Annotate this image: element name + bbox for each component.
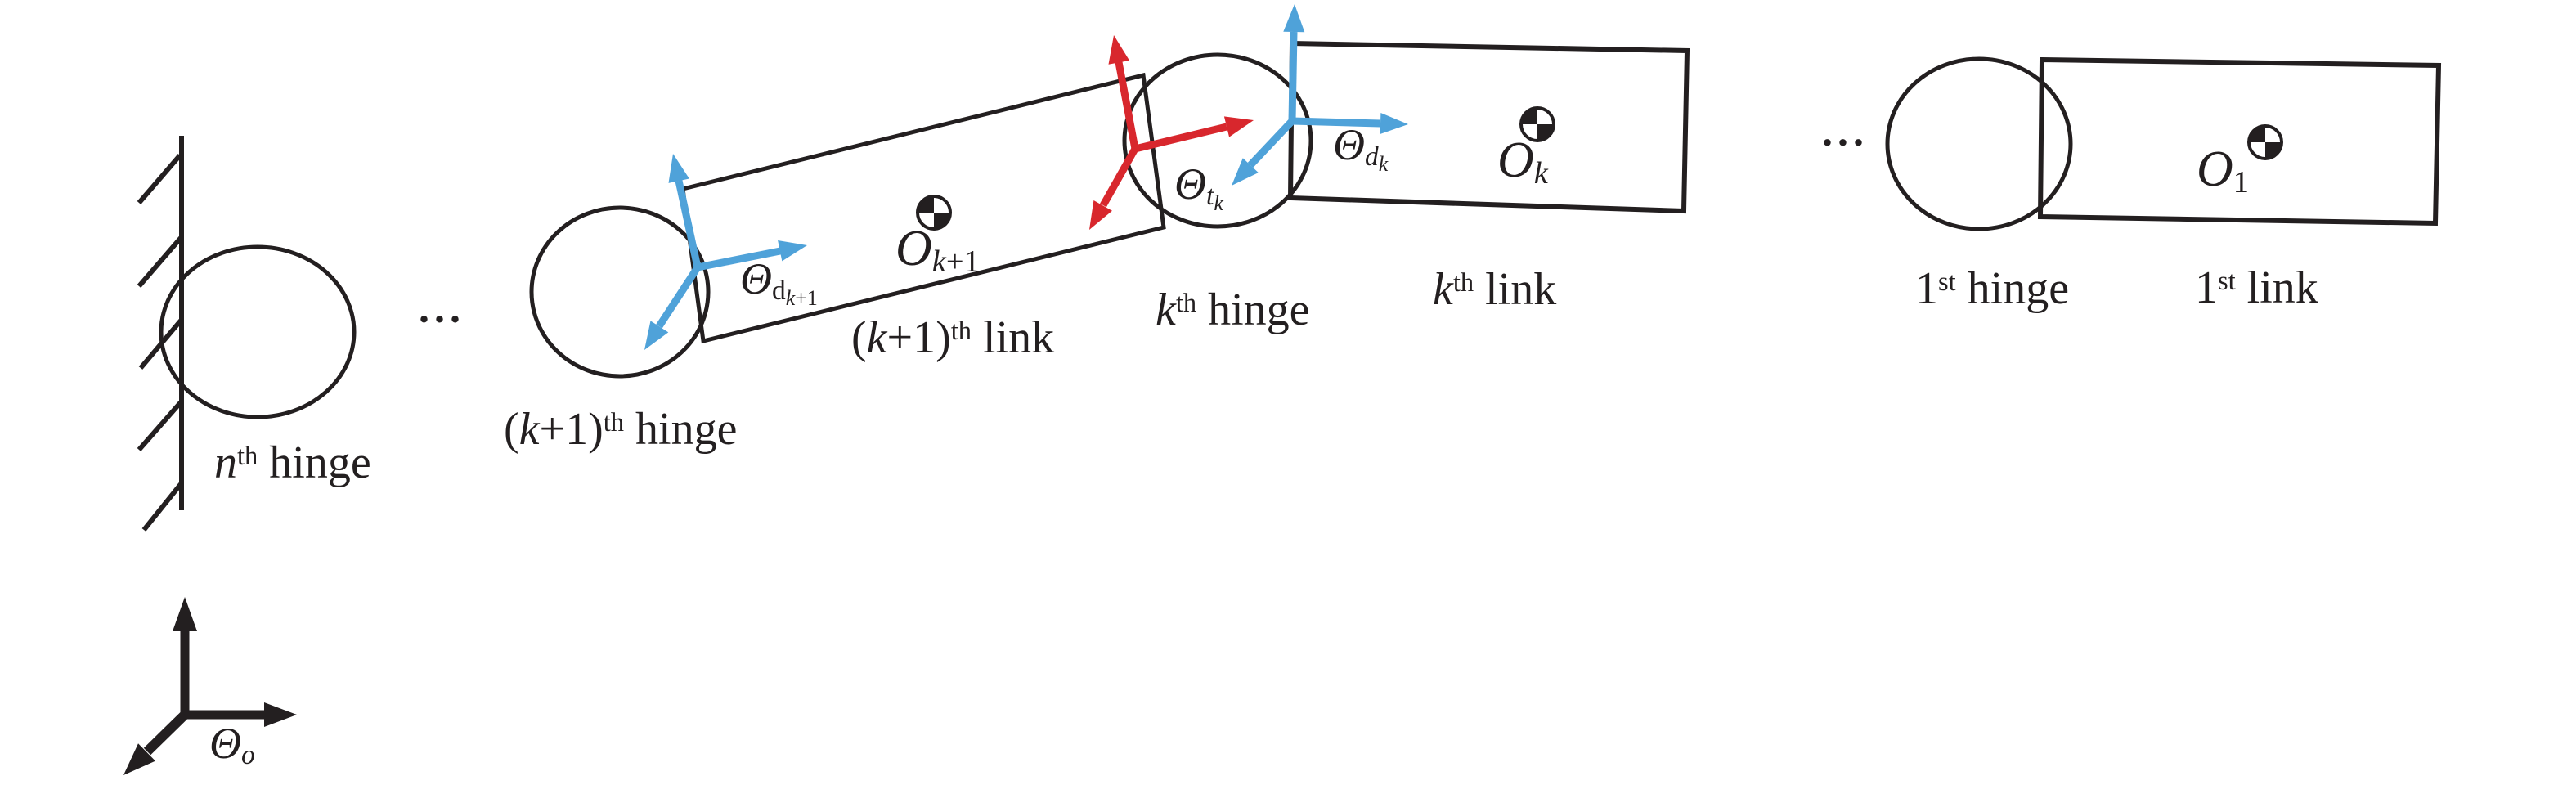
kth-link-outline (1287, 40, 1690, 214)
label-segment: o (241, 740, 255, 771)
first-link-label: 1st link (2195, 265, 2318, 311)
label-segment: +1 (945, 244, 980, 280)
kp1-link-label: (k+1)th link (851, 315, 1054, 361)
label-segment: 1 (2233, 165, 2249, 200)
label-segment: th (603, 407, 625, 437)
label-segment: +1 (795, 286, 818, 311)
label-segment: th (1175, 288, 1197, 318)
ellipsis-right: ... (1822, 109, 1869, 155)
label-segment: n (214, 437, 237, 488)
label-segment: k (866, 312, 887, 363)
kp1-hinge-frame (644, 154, 807, 350)
label-segment: k (1378, 152, 1389, 177)
wall (137, 136, 184, 532)
O-1-label: O1 (2197, 141, 2249, 199)
label-segment: th (950, 316, 972, 346)
label-segment: k (1156, 285, 1176, 335)
kp1-hinge-label: (k+1)th hinge (504, 406, 737, 452)
global-frame (123, 597, 297, 775)
right-axis-arrow (1291, 113, 1408, 134)
right-axis-arrow (1133, 116, 1254, 153)
label-segment: 1 (1915, 263, 1938, 314)
label-segment: th (1452, 267, 1474, 298)
label-segment: hinge (1955, 263, 2070, 314)
up-axis-arrow (1108, 35, 1139, 150)
label-segment: k (1214, 191, 1223, 216)
up-axis-arrow (1283, 4, 1305, 122)
first-hinge-circle (1885, 56, 2073, 231)
kp1-link-outline (680, 72, 1166, 344)
label-segment: O (895, 221, 932, 276)
label-segment: link (972, 312, 1055, 363)
wall-hatch (137, 154, 182, 204)
kth-hinge-tangent-frame (1089, 35, 1254, 230)
theta-t-k-label: Θtk (1174, 159, 1223, 214)
out-axis-arrow (1232, 118, 1295, 186)
right-axis-arrow (185, 702, 297, 727)
kth-hinge-label: kth hinge (1156, 287, 1310, 333)
wall-hatch (137, 236, 183, 288)
nth-hinge-label: nth hinge (214, 440, 371, 486)
label-segment: k (1533, 156, 1548, 191)
first-hinge-label: 1st hinge (1915, 266, 2069, 312)
label-segment: th (237, 441, 258, 471)
theta-o-label: Θo (209, 719, 255, 769)
label-segment: 1 (2195, 262, 2218, 313)
label-segment: link (2235, 262, 2318, 313)
out-axis-arrow (123, 711, 189, 775)
label-segment: st (1938, 267, 1956, 297)
label-segment: Θ (740, 254, 772, 303)
label-segment: O (1497, 132, 1534, 188)
label-segment: +1) (886, 312, 951, 363)
out-axis-arrow (1089, 146, 1138, 230)
theta-d-k-label: Θdk (1333, 120, 1388, 175)
label-segment: d (772, 276, 786, 307)
label-segment: k (931, 244, 946, 280)
kth-hinge-frame (1232, 4, 1408, 186)
label-segment: k (518, 404, 540, 455)
label-segment: d (1365, 141, 1379, 173)
label-segment: t (1206, 181, 1214, 212)
O-kp1-label: Ok+1 (895, 221, 980, 278)
up-axis-arrow (668, 154, 702, 268)
label-segment: hinge (1196, 285, 1310, 335)
ellipsis-left: ... (419, 285, 465, 332)
label-segment: O (2197, 141, 2233, 197)
label-segment: hinge (624, 404, 738, 455)
right-axis-arrow (697, 240, 807, 271)
up-axis-arrow (173, 597, 197, 715)
theta-d-kp1-label: Θdk+1 (740, 254, 818, 309)
kth-hinge-circle (1122, 52, 1313, 229)
out-axis-arrow (644, 265, 701, 350)
label-segment: ( (851, 312, 867, 363)
label-segment: hinge (258, 437, 371, 488)
label-segment: k (785, 286, 796, 311)
first-link-outline (2037, 56, 2442, 227)
label-segment: link (1474, 264, 1557, 315)
label-segment: Θ (209, 719, 241, 768)
label-segment: st (2218, 266, 2236, 296)
label-segment: Θ (1333, 120, 1365, 169)
center-of-mass-icon (2247, 124, 2283, 160)
nth-hinge-circle (159, 244, 357, 419)
wall-hatch (141, 482, 183, 532)
O-k-label: Ok (1497, 132, 1548, 190)
wall-hatch (137, 401, 183, 451)
label-segment: ( (504, 404, 519, 455)
label-segment: k (1433, 264, 1453, 315)
kth-link-label: kth link (1433, 267, 1556, 312)
label-segment: +1) (539, 404, 604, 455)
label-segment: Θ (1174, 159, 1206, 209)
kp1-hinge-circle (529, 205, 711, 379)
